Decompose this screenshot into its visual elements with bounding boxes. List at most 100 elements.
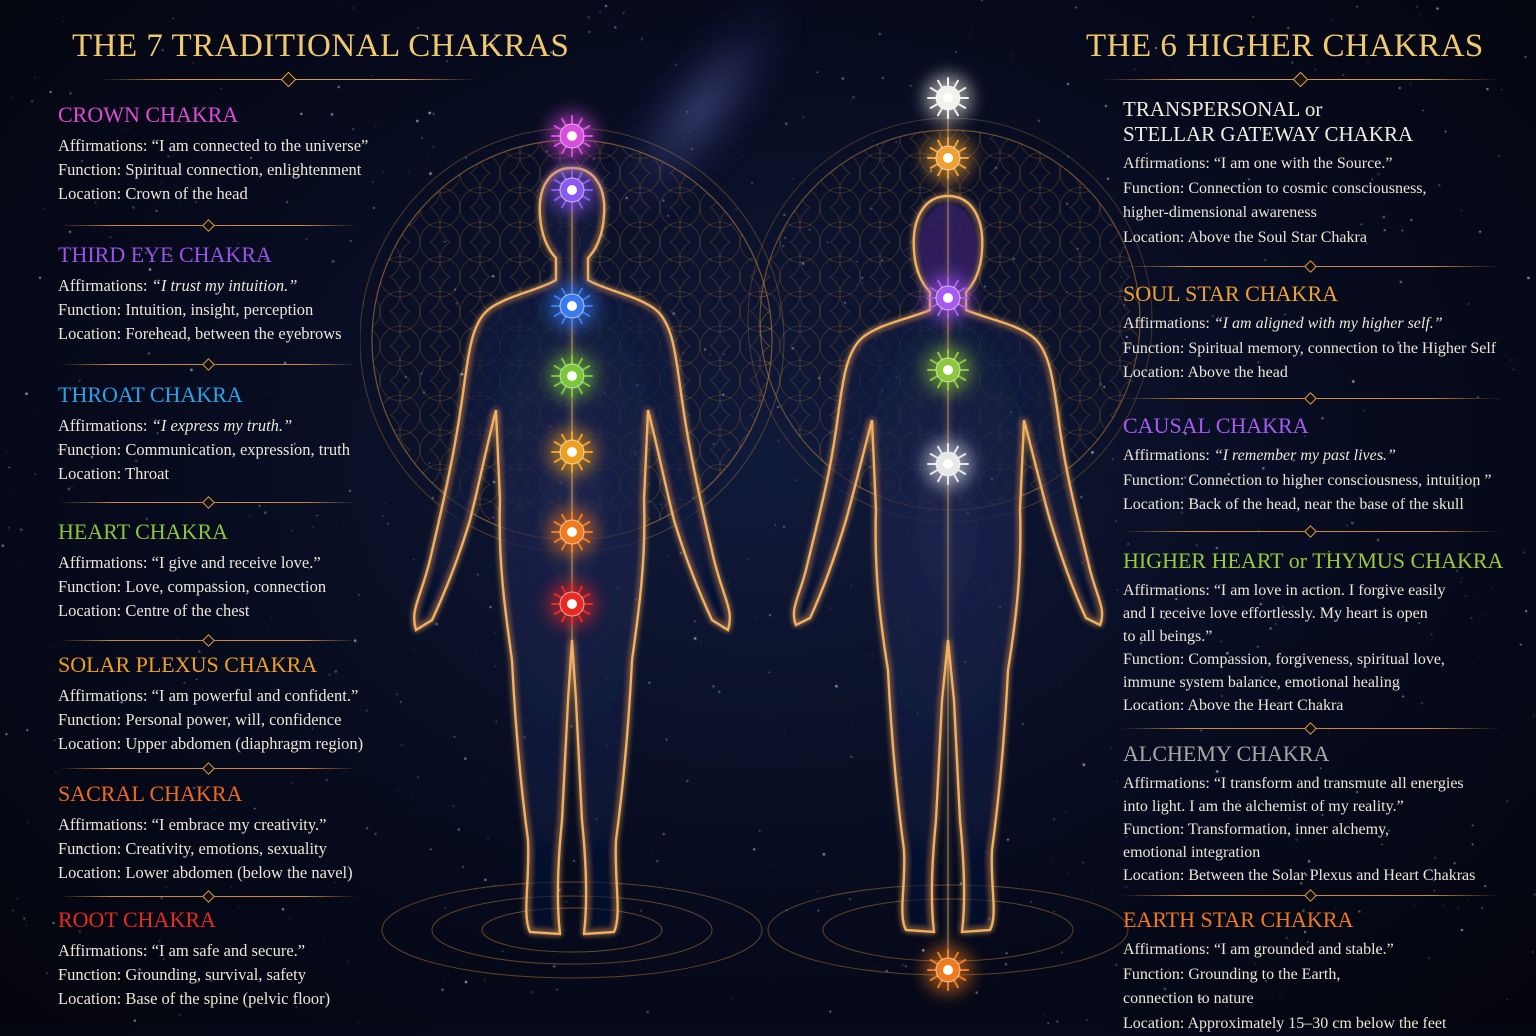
field-label: Location: xyxy=(1123,867,1188,884)
field-label: Function: xyxy=(58,965,125,984)
left-ground-mandala xyxy=(382,882,762,978)
field-value: Between the Solar Plexus and Heart Chakr… xyxy=(1188,867,1475,884)
higher-chakra-section-2: CAUSAL CHAKRA Affirmations: “I remember m… xyxy=(1123,413,1491,518)
function-line: Function: Transformation, inner alchemy, xyxy=(1123,818,1475,841)
field-label: Function: xyxy=(1123,180,1188,197)
location-line: Location: Forehead, between the eyebrows xyxy=(58,322,342,346)
section-divider xyxy=(58,896,358,897)
chakra-name: SACRAL CHAKRA xyxy=(58,781,353,807)
field-label: Affirmations: xyxy=(1123,315,1214,332)
affirmation-line: Affirmations: “I remember my past lives.… xyxy=(1123,444,1491,469)
field-label: Affirmations: xyxy=(1123,447,1214,464)
field-value: Approximately 15–30 cm below the feet xyxy=(1187,1015,1446,1032)
left-figure-chakra-6 xyxy=(548,508,596,556)
traditional-chakras-title: THE 7 TRADITIONAL CHAKRAS xyxy=(72,28,569,65)
location-line: Location: Lower abdomen (below the navel… xyxy=(58,861,353,885)
location-line: Location: Between the Solar Plexus and H… xyxy=(1123,864,1475,887)
function-line: Function: Compassion, forgiveness, spiri… xyxy=(1123,648,1503,671)
chakra-name: THROAT CHAKRA xyxy=(58,382,350,408)
field-label: Affirmations: xyxy=(58,686,152,705)
affirmation-line-cont: into light. I am the alchemist of my rea… xyxy=(1123,795,1475,818)
function-line-cont: emotional integration xyxy=(1123,841,1475,864)
affirmation-line: Affirmations: “I am safe and secure.” xyxy=(58,939,330,963)
field-label: Location: xyxy=(1123,229,1187,246)
field-label: Location: xyxy=(58,464,125,483)
field-value: Intuition, insight, perception xyxy=(125,300,313,319)
field-value: Love, compassion, connection xyxy=(125,577,326,596)
affirmation-line: Affirmations: “I am grounded and stable.… xyxy=(1123,938,1446,963)
left-figure-chakra-4 xyxy=(548,352,596,400)
chakra-name: SOUL STAR CHAKRA xyxy=(1123,281,1496,307)
field-label: Location: xyxy=(1123,496,1188,513)
section-divider xyxy=(58,502,358,503)
function-line: Function: Connection to cosmic conscious… xyxy=(1123,177,1427,202)
function-line: Function: Intuition, insight, perception xyxy=(58,298,342,322)
field-value: immune system balance, emotional healing xyxy=(1123,674,1400,691)
field-label: Affirmations: xyxy=(58,941,152,960)
chakra-section-crown-chakra: CROWN CHAKRA Affirmations: “I am connecte… xyxy=(58,102,368,206)
chakra-name: STELLAR GATEWAY CHAKRA xyxy=(1123,122,1427,147)
function-line: Function: Spiritual memory, connection t… xyxy=(1123,337,1496,362)
field-value: Creativity, emotions, sexuality xyxy=(125,839,326,858)
field-label: Function: xyxy=(1123,340,1188,357)
field-value: Base of the spine (pelvic floor) xyxy=(125,989,330,1008)
field-value: and I receive love effortlessly. My hear… xyxy=(1123,605,1428,622)
left-figure-chakra-1 xyxy=(548,112,596,160)
section-divider xyxy=(1120,266,1500,267)
higher-chakra-section-1: SOUL STAR CHAKRA Affirmations: “I am alig… xyxy=(1123,281,1496,386)
field-value: “I am grounded and stable.” xyxy=(1214,941,1394,958)
field-label: Function: xyxy=(1123,651,1188,668)
field-value: Above the Soul Star Chakra xyxy=(1187,229,1367,246)
affirmation-line-cont: and I receive love effortlessly. My hear… xyxy=(1123,602,1503,625)
field-value: “I am aligned with my higher self.” xyxy=(1214,315,1443,332)
function-line: Function: Love, compassion, connection xyxy=(58,575,326,599)
left-figure-chakra-7 xyxy=(548,580,596,628)
field-value: Forehead, between the eyebrows xyxy=(125,324,341,343)
right-figure-chakra-5 xyxy=(924,440,972,488)
field-label: Affirmations: xyxy=(58,416,152,435)
field-label: Function: xyxy=(1123,966,1188,983)
right-figure-chakra-4 xyxy=(924,346,972,394)
location-line: Location: Base of the spine (pelvic floo… xyxy=(58,987,330,1011)
chakra-name: CAUSAL CHAKRA xyxy=(1123,413,1491,439)
field-label: Affirmations: xyxy=(58,815,152,834)
chakra-name: HIGHER HEART or THYMUS CHAKRA xyxy=(1123,548,1503,574)
location-line: Location: Centre of the chest xyxy=(58,599,326,623)
field-label: Affirmations: xyxy=(1123,941,1214,958)
chakra-name: CROWN CHAKRA xyxy=(58,102,368,128)
higher-chakra-section-3: HIGHER HEART or THYMUS CHAKRA Affirmation… xyxy=(1123,548,1503,717)
field-value: Grounding, survival, safety xyxy=(125,965,306,984)
field-value: Back of the head, near the base of the s… xyxy=(1188,496,1463,513)
field-value: Crown of the head xyxy=(125,184,247,203)
function-line: Function: Grounding, survival, safety xyxy=(58,963,330,987)
chakra-name: ALCHEMY CHAKRA xyxy=(1123,741,1475,767)
function-line: Function: Spiritual connection, enlighte… xyxy=(58,158,368,182)
title-divider xyxy=(1100,79,1500,80)
field-label: Function: xyxy=(58,839,125,858)
location-line: Location: Above the Soul Star Chakra xyxy=(1123,226,1427,251)
affirmation-line: Affirmations: “I am one with the Source.… xyxy=(1123,152,1427,177)
affirmation-line: Affirmations: “I am love in action. I fo… xyxy=(1123,579,1503,602)
field-value: “I transform and transmute all energies xyxy=(1214,775,1464,792)
field-label: Function: xyxy=(1123,472,1188,489)
affirmation-line: Affirmations: “I am aligned with my high… xyxy=(1123,312,1496,337)
field-label: Affirmations: xyxy=(58,136,152,155)
field-label: Function: xyxy=(58,160,125,179)
left-figure-chakra-5 xyxy=(548,428,596,476)
chakra-name: EARTH STAR CHAKRA xyxy=(1123,907,1446,933)
field-label: Location: xyxy=(58,734,125,753)
field-label: Location: xyxy=(58,601,125,620)
field-value: Upper abdomen (diaphragm region) xyxy=(125,734,363,753)
right-figure-chakra-3 xyxy=(924,274,972,322)
field-value: Transformation, inner alchemy, xyxy=(1188,821,1389,838)
location-line: Location: Back of the head, near the bas… xyxy=(1123,493,1491,518)
affirmation-line: Affirmations: “I am connected to the uni… xyxy=(58,134,368,158)
field-value: Connection to higher consciousness, intu… xyxy=(1188,472,1491,489)
chakra-name: HEART CHAKRA xyxy=(58,519,326,545)
field-label: Function: xyxy=(1123,821,1188,838)
field-value: Connection to cosmic consciousness, xyxy=(1188,180,1426,197)
field-value: to all beings.” xyxy=(1123,628,1212,645)
